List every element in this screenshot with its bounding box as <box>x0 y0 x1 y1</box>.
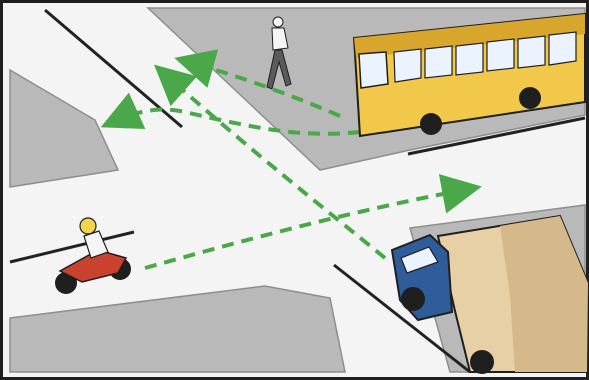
bus-side-window-2 <box>425 46 452 78</box>
bus-side-window-4 <box>487 39 514 71</box>
bus-front-window <box>359 52 388 88</box>
bus-wheel-rear <box>519 87 541 109</box>
bus-side-window-6 <box>549 32 576 65</box>
rider-helmet <box>80 218 96 234</box>
bus-side-window-3 <box>456 43 483 75</box>
truck-wheel-front <box>401 287 425 311</box>
pedestrian-head <box>273 17 283 27</box>
bus-side-window-5 <box>518 36 545 68</box>
bus-side-window-1 <box>394 49 421 82</box>
bus-wheel-front <box>420 113 442 135</box>
truck-wheel-rear <box>470 350 494 374</box>
